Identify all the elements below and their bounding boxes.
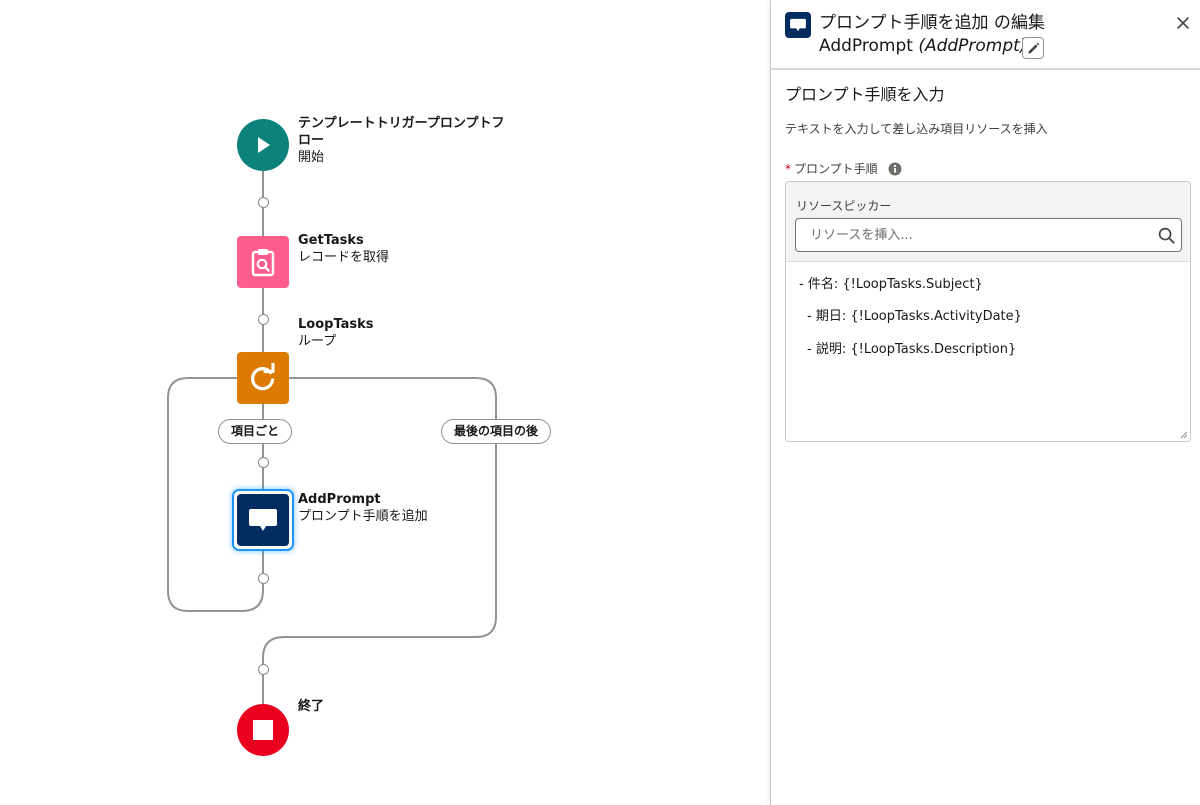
add-element-connector[interactable]: [258, 457, 269, 468]
element-label: AddPrompt: [819, 36, 913, 56]
edit-label-button[interactable]: [1022, 37, 1044, 59]
loop-tasks-title: LoopTasks: [298, 317, 374, 332]
after-last-item-label[interactable]: 最後の項目の後: [441, 419, 552, 444]
section-description: テキストを入力して差し込み項目リソースを挿入: [785, 122, 1048, 136]
required-marker: *: [785, 162, 791, 176]
prompt-line: - 件名: {!LoopTasks.Subject}: [799, 277, 983, 292]
loop-tasks-node[interactable]: [237, 352, 289, 404]
search-icon: [1158, 227, 1175, 244]
prompt-editor[interactable]: リソースピッカー - 件名: {!LoopTasks.Subject} - 期日…: [785, 181, 1191, 442]
resize-handle-icon[interactable]: [1179, 430, 1188, 439]
edit-panel: プロンプト手順を追加 の編集 AddPrompt (AddPrompt) プロン…: [770, 0, 1200, 805]
prompt-line: - 期日: {!LoopTasks.ActivityDate}: [807, 309, 1022, 324]
add-element-connector[interactable]: [258, 573, 269, 584]
add-prompt-type: プロンプト手順を追加: [298, 509, 428, 524]
flow-connectors: [167, 171, 497, 704]
get-tasks-node[interactable]: [237, 236, 289, 288]
field-label-text: プロンプト手順: [794, 162, 878, 176]
add-element-connector[interactable]: [258, 664, 269, 675]
close-icon: [1177, 17, 1189, 29]
pencil-icon: [1027, 42, 1039, 54]
loop-icon: [251, 363, 275, 391]
end-node[interactable]: [237, 704, 289, 756]
prompt-instruction-label: * プロンプト手順: [785, 161, 902, 177]
play-icon: [258, 137, 270, 153]
panel-element-name: AddPrompt (AddPrompt): [819, 35, 1026, 57]
get-tasks-title: GetTasks: [298, 233, 364, 248]
stop-icon: [253, 720, 273, 740]
chat-icon: [785, 12, 811, 38]
panel-header: プロンプト手順を追加 の編集 AddPrompt (AddPrompt): [771, 0, 1200, 70]
end-node-title: 終了: [298, 699, 325, 714]
info-icon[interactable]: [888, 162, 902, 176]
start-node-title: テンプレートトリガープロンプトフ ロー: [298, 116, 505, 148]
add-prompt-title: AddPrompt: [298, 492, 381, 507]
for-each-item-label[interactable]: 項目ごと: [218, 419, 293, 444]
flow-canvas[interactable]: テンプレートトリガープロンプトフ ロー 開始 GetTasks レコードを取得 …: [0, 0, 770, 805]
loop-tasks-type: ループ: [298, 334, 337, 349]
resource-picker-area: リソースピッカー: [786, 182, 1190, 262]
prompt-line: - 説明: {!LoopTasks.Description}: [807, 342, 1017, 357]
add-element-connector[interactable]: [258, 197, 269, 208]
start-node-type: 開始: [298, 150, 325, 165]
add-element-connector[interactable]: [258, 314, 269, 325]
element-api-name: (AddPrompt): [918, 36, 1027, 56]
add-prompt-node[interactable]: [237, 494, 289, 546]
chat-icon: [249, 509, 277, 531]
selected-node-highlight: [232, 489, 294, 551]
start-node[interactable]: [237, 119, 289, 171]
resource-search-input[interactable]: [795, 218, 1182, 252]
section-title: プロンプト手順を入力: [785, 85, 945, 104]
resource-picker-label: リソースピッカー: [796, 199, 892, 213]
clipboard-search-icon: [251, 249, 275, 277]
close-panel-button[interactable]: [1173, 13, 1193, 33]
get-tasks-type: レコードを取得: [298, 250, 390, 265]
panel-title: プロンプト手順を追加 の編集: [819, 13, 1045, 33]
